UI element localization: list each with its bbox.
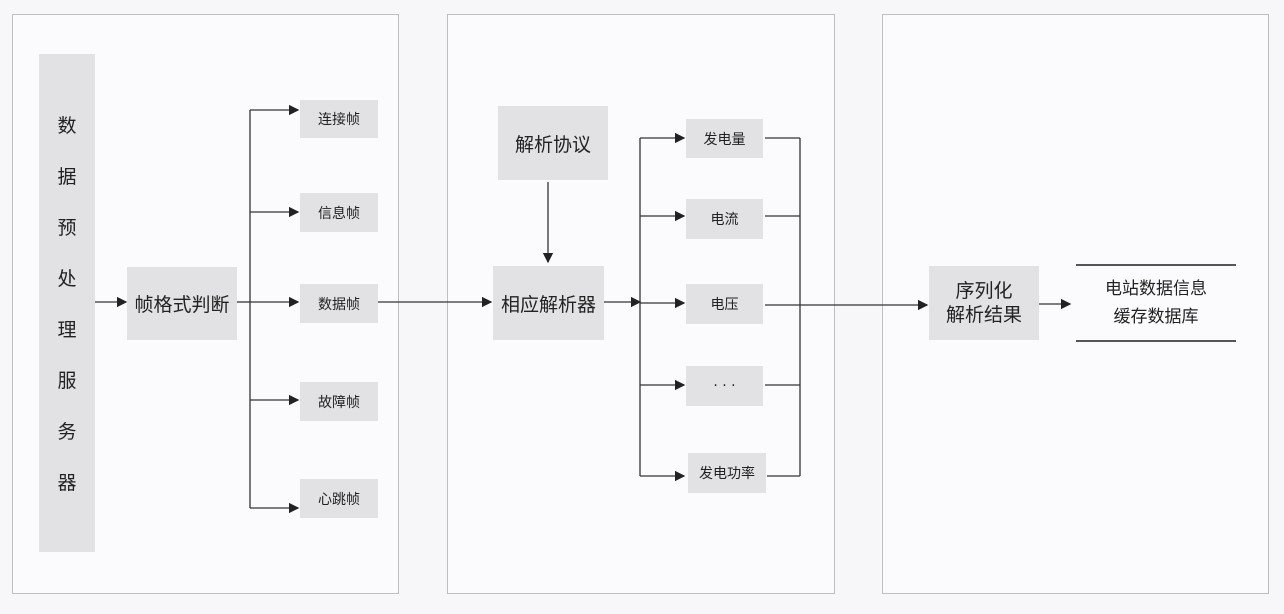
frame-judge-box: 帧格式判断 <box>127 267 237 340</box>
field-box: 发电量 <box>686 119 763 158</box>
server-char: 据 <box>57 166 77 188</box>
frame-type-box: 连接帧 <box>300 100 378 138</box>
preprocess-server-box: 数 据 预 处 理 服 务 器 <box>39 54 95 552</box>
frame-type-box: 故障帧 <box>300 382 378 421</box>
field-box: 发电功率 <box>688 453 766 493</box>
field-box: 电压 <box>686 284 763 324</box>
frame-type-box: 心跳帧 <box>300 479 378 518</box>
serialize-result-box: 序列化 解析结果 <box>929 266 1039 340</box>
protocol-box: 解析协议 <box>498 106 608 180</box>
server-char: 务 <box>57 421 77 443</box>
field-box: · · · <box>686 366 763 406</box>
frame-type-box: 数据帧 <box>300 284 378 323</box>
server-char: 服 <box>57 370 77 392</box>
database-line: 电站数据信息 <box>1105 279 1207 299</box>
serialize-line: 解析结果 <box>945 304 1022 326</box>
server-char: 预 <box>57 217 77 239</box>
server-char: 处 <box>57 268 77 290</box>
field-box: 电流 <box>686 199 763 239</box>
serialize-line: 序列化 <box>955 280 1013 302</box>
server-char: 器 <box>57 472 77 494</box>
server-char: 数 <box>57 115 77 137</box>
parser-box: 相应解析器 <box>493 266 604 340</box>
server-char: 理 <box>57 319 77 341</box>
database-line: 缓存数据库 <box>1113 307 1199 327</box>
cache-database: 电站数据信息 缓存数据库 <box>1076 264 1236 342</box>
frame-type-box: 信息帧 <box>300 193 378 232</box>
